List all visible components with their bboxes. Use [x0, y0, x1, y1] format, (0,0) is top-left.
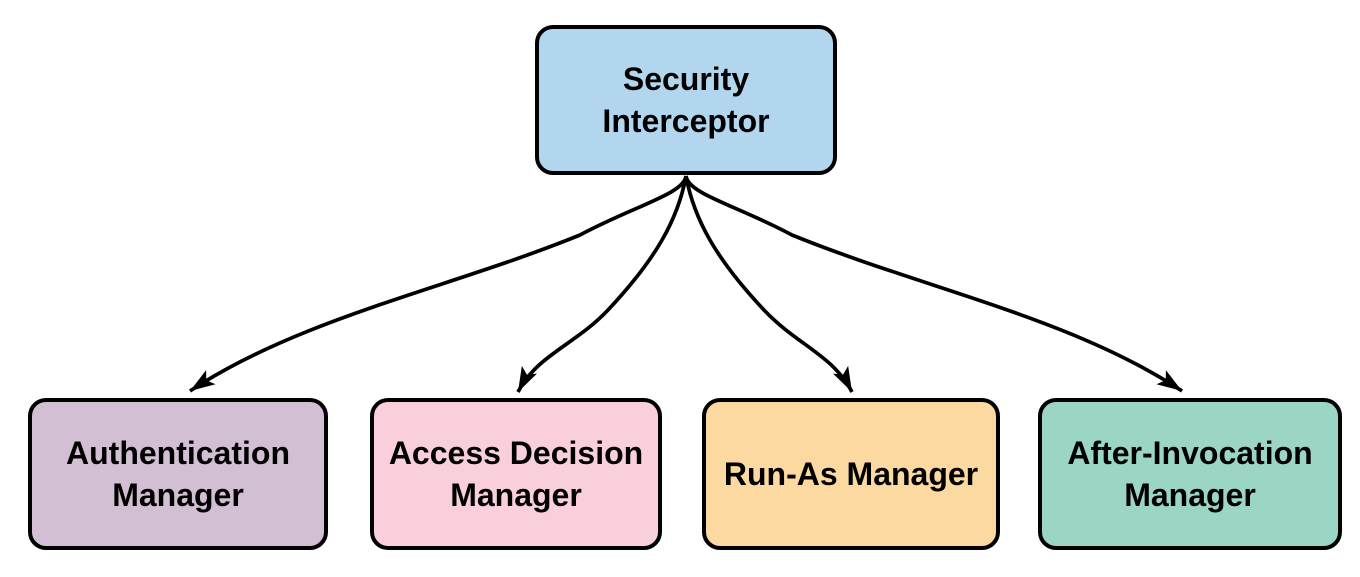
edge-security-interceptor-to-authentication-manager [188, 175, 688, 393]
node-authentication-manager-label: Authentication Manager [66, 435, 290, 513]
node-access-decision-manager: Access Decision Manager [370, 398, 662, 550]
node-security-interceptor-label: Security Interceptor [602, 61, 770, 139]
node-after-invocation-manager: After-Invocation Manager [1038, 398, 1342, 550]
node-run-as-manager-label: Run-As Manager [723, 456, 979, 492]
node-access-decision-manager-label: Access Decision Manager [388, 435, 644, 513]
edge-security-interceptor-to-access-decision-manager [516, 175, 688, 393]
node-security-interceptor: Security Interceptor [535, 25, 837, 175]
edge-security-interceptor-to-after-invocation-manager [684, 175, 1184, 393]
node-after-invocation-manager-label: After-Invocation Manager [1067, 435, 1313, 513]
node-authentication-manager: Authentication Manager [28, 398, 328, 550]
node-run-as-manager: Run-As Manager [702, 398, 1000, 550]
edge-security-interceptor-to-run-as-manager [684, 175, 854, 393]
